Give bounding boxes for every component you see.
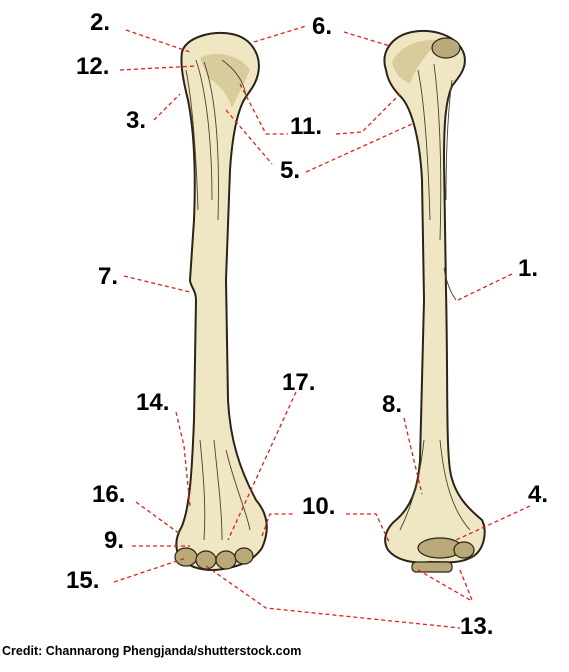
leader-11 [239,83,401,135]
left-humerus-illustration [174,32,268,571]
label-17: 17. [282,369,315,396]
leader-13 [205,565,473,629]
number-labels: 2. 12. 3. 6. 11. 5. 7. 1. 17. 14. 8. 16.… [66,9,548,640]
label-13: 13. [460,613,493,640]
leader-6 [253,25,391,47]
label-9: 9. [104,527,124,554]
image-credit: Credit: Channarong Phengjanda/shuttersto… [2,644,302,658]
label-14: 14. [136,389,169,416]
label-5: 5. [280,157,300,184]
leader-5 [225,109,413,173]
leader-1 [457,273,513,301]
leader-14 [175,411,191,507]
leader-17 [227,391,297,541]
right-humerus-illustration [383,30,486,573]
label-8: 8. [382,391,402,418]
leader-3 [153,93,181,121]
label-12: 12. [76,53,109,80]
label-1: 1. [518,255,538,282]
leader-12 [119,65,197,71]
leader-8 [403,417,423,495]
leader-lines [113,25,531,629]
label-11: 11. [290,113,322,140]
label-4: 4. [528,481,548,508]
label-7: 7. [98,263,118,290]
leader-2 [125,29,191,53]
leader-15 [113,557,187,583]
label-2: 2. [90,9,110,36]
label-16: 16. [92,481,125,508]
leader-16 [135,501,181,535]
label-6: 6. [312,13,332,40]
label-10: 10. [302,493,335,520]
label-3: 3. [126,107,146,134]
leader-7 [123,275,191,293]
label-15: 15. [66,567,99,594]
leader-10 [261,513,391,545]
